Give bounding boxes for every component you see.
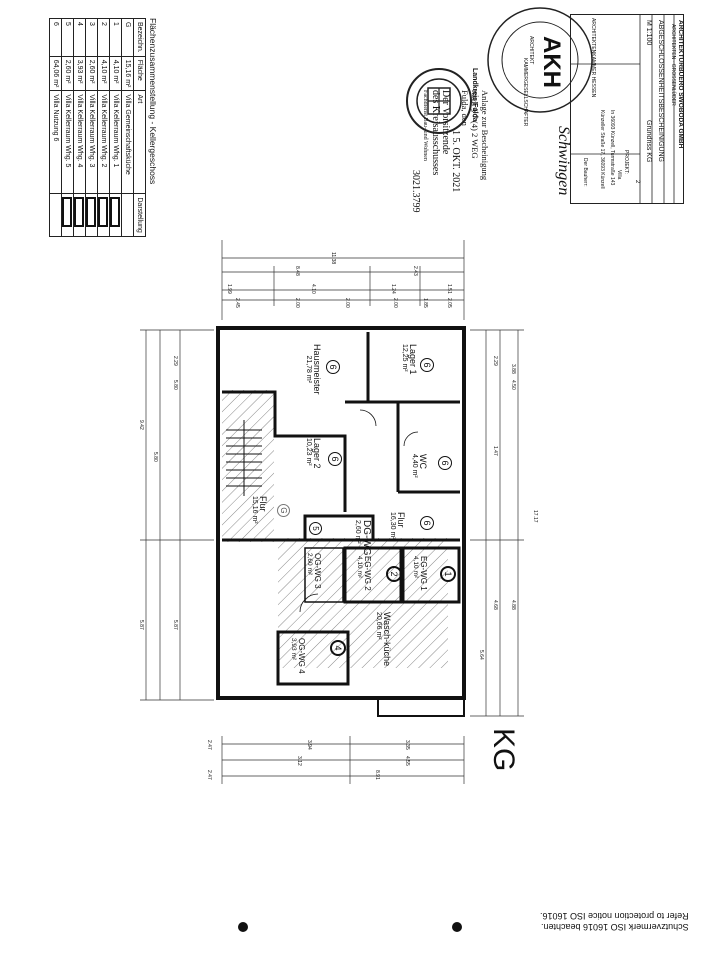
dimension-text: 2.00 [294, 298, 300, 308]
room-label: OG-WG 3 2,60 m² [306, 553, 322, 589]
unit-badge: 6 [438, 456, 452, 470]
room-label: OG-WG 4 3,93 m² [290, 638, 306, 674]
room-area: 12,25 m² [401, 344, 408, 372]
room-area: 15,16 m² [251, 496, 258, 524]
room-label: Wasch-küche 20,66 m² [375, 612, 392, 666]
dimension-text: 9.42 [138, 420, 144, 430]
dimension-text: 1.51 [446, 284, 452, 294]
title-block-frame [570, 14, 684, 204]
notice-line: Schutzvermerk ISO 16016 beachten. [541, 922, 689, 932]
room-area: 4,10 m² [356, 556, 363, 579]
room-area: 21,78 m² [305, 355, 312, 384]
unit-badge: 6 [326, 360, 340, 374]
unit-badge: 4 [330, 640, 346, 656]
dimension-text: 4.88 [510, 600, 516, 610]
dimension-text: 3.88 [510, 364, 516, 374]
room-name: Hausmeister [312, 344, 322, 395]
dimension-text: 8.48 [294, 266, 300, 276]
protection-notice: Schutzvermerk ISO 16016 beachten. Refer … [540, 910, 689, 932]
architect-stamp-ring [487, 7, 593, 113]
room-label: WC 4,40 m² [411, 454, 428, 478]
floor-label: KG [487, 728, 520, 772]
dimension-text: 8.91 [374, 770, 380, 780]
room-area: 10,23 m² [305, 438, 312, 466]
dimension-text: 5.64 [478, 650, 484, 660]
unit-badge: 5 [309, 522, 322, 535]
dimension-text: 17.17 [532, 510, 538, 523]
dimension-text: 2.05 [446, 298, 452, 308]
notice-line: Refer to protection notice ISO 16016. [540, 911, 689, 921]
dimension-text: 5.80 [172, 380, 178, 390]
room-area: 4,10 m² [412, 556, 419, 579]
room-name: Flur [396, 512, 406, 528]
room-name: DG-WG [361, 520, 372, 556]
dimension-text: 3.12 [296, 756, 302, 766]
dimension-text: 2.29 [172, 356, 178, 366]
punch-hole [238, 922, 248, 932]
dimension-text: 4.10 [310, 284, 316, 294]
dimension-text: 2.47 [206, 740, 212, 750]
dimension-text: 1.85 [422, 298, 428, 308]
unit-badge: 1 [440, 566, 456, 582]
dimension-text: 3.35 [404, 740, 410, 750]
room-label: DG-WG 2,60 m² [354, 520, 372, 556]
unit-badge: 6 [328, 452, 342, 466]
staircase [226, 420, 262, 496]
unit-badge: 2 [386, 566, 402, 582]
room-name: Lager 1 [408, 344, 418, 375]
room-label: Lager 2 10,23 m² [305, 438, 322, 469]
dimension-text: 2.00 [392, 298, 398, 308]
room-area: 2,60 m² [306, 553, 313, 576]
dimension-text: 2.43 [412, 266, 418, 276]
room-label: Flur 15,16 m² [251, 496, 268, 524]
room-name: Lager 2 [312, 438, 322, 469]
dimension-text: 11.38 [330, 252, 336, 265]
room-name: Flur [258, 496, 268, 512]
dimension-text: 4.55 [404, 756, 410, 766]
room-label: EG-WG 1 4,10 m² [412, 556, 428, 591]
room-label: Lager 1 12,25 m² [401, 344, 418, 375]
room-area: 3,93 m² [290, 638, 297, 661]
room-area: 4,40 m² [411, 454, 418, 478]
dimension-text: 2.45 [234, 298, 240, 308]
county-seal [406, 68, 472, 134]
room-label: Flur 16,30 m² [389, 512, 406, 540]
room-area: 20,66 m² [375, 612, 382, 640]
dimension-text: 5.87 [138, 620, 144, 630]
room-name: WC [418, 454, 428, 469]
dimension-text: 3.94 [306, 740, 312, 750]
unit-badge: 6 [420, 358, 434, 372]
room-name: OG-WG 3 [313, 553, 322, 589]
dimension-text: 2.29 [492, 356, 498, 366]
dimension-text: 5.80 [152, 452, 158, 462]
unit-badge: 6 [420, 516, 434, 530]
dimension-text: 1.99 [226, 284, 232, 294]
unit-badge: G [277, 504, 290, 517]
dimension-text: 4.68 [492, 600, 498, 610]
room-name: OG-WG 4 [297, 638, 306, 674]
room-label: EG-WG 2 4,10 m² [356, 556, 372, 591]
dimension-text: 2.00 [344, 298, 350, 308]
dimension-text: 1.24 [390, 284, 396, 294]
dimension-text: 2.47 [206, 770, 212, 780]
dimension-text: 4.50 [510, 380, 516, 390]
room-name: EG-WG 1 [419, 556, 428, 591]
dimension-text: 5.87 [172, 620, 178, 630]
room-area: 16,30 m² [389, 512, 396, 540]
dimension-text: 1.47 [492, 446, 498, 456]
room-area: 2,60 m² [354, 520, 361, 544]
room-name: EG-WG 2 [363, 556, 372, 591]
room-name: Wasch-küche [382, 612, 392, 667]
punch-hole [452, 922, 462, 932]
room-label: Hausmeister 21,78 m² [305, 344, 322, 395]
